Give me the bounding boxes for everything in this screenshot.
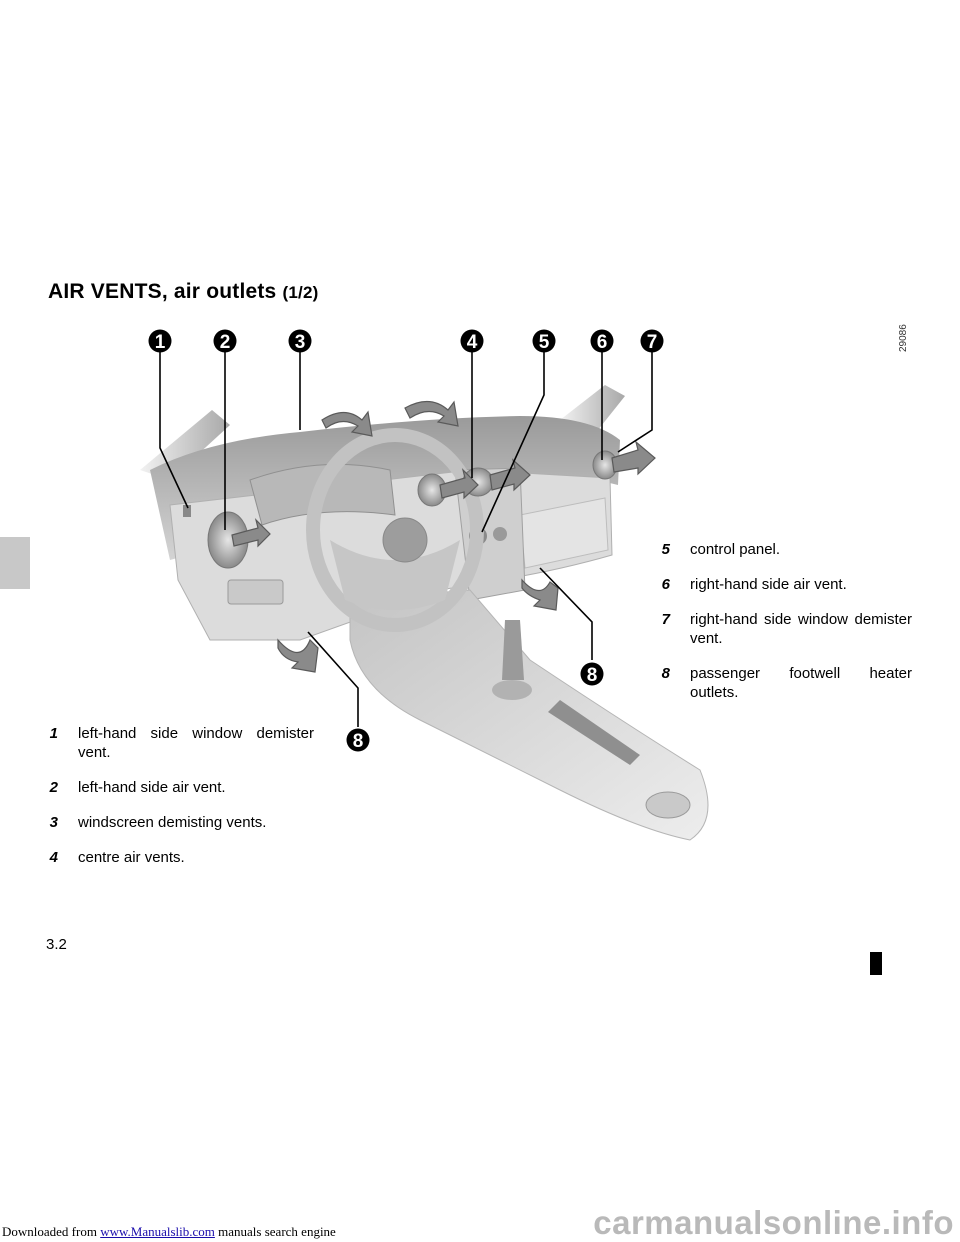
download-suffix: manuals search engine [218,1224,336,1239]
legend-number: 1 [49,725,58,742]
callout-label: 8 [353,731,364,752]
legend-list-left: 1 left-hand side window demister vent. 2 l… [44,724,314,883]
cup-holder [645,791,691,819]
leader-line [617,352,653,453]
callout-8-left: 8 [346,728,370,752]
legend-item: 4 centre air vents. [44,848,314,867]
centre-console [349,589,709,841]
callout-label: 1 [155,332,166,353]
download-header: Downloaded from www.Manualslib.com manua… [2,1224,336,1240]
legend-number: 2 [49,779,58,796]
legend-text: right-hand side air vent. [690,576,847,593]
callout-3: 3 [288,329,312,353]
legend-text: passenger footwell heater outlets. [690,665,912,701]
legend-text: right-hand side window demister vent. [690,611,912,647]
leader-line [307,631,359,727]
legend-item: 7 right-hand side window demister vent. [656,610,912,648]
airflow-arrow [277,638,319,673]
callout-label: 5 [539,332,550,353]
airflow-arrow [404,400,459,427]
callout-2: 2 [213,329,237,353]
leader-line [159,352,189,509]
callout-label: 6 [597,332,608,353]
legend-number: 5 [661,541,670,558]
left-demister-vent [183,505,191,517]
leader-line [481,352,545,533]
title-part: (1/2) [282,283,319,302]
gear-stick [502,620,524,680]
callout-5: 5 [532,329,556,353]
callout-label: 4 [467,332,478,353]
handbrake [548,700,640,765]
steering-wheel-spokes [330,540,460,610]
legend-number: 6 [661,576,670,593]
callout-label: 8 [587,665,598,686]
callout-4: 4 [460,329,484,353]
legend-number: 4 [49,849,58,866]
airflow-arrow [439,468,479,500]
callout-label: 2 [220,332,231,353]
legend-item: 1 left-hand side window demister vent. [44,724,314,762]
legend-item: 8 passenger footwell heater outlets. [656,664,912,702]
callout-label: 3 [295,332,306,353]
legend-item: 6 right-hand side air vent. [656,575,912,594]
callout-6: 6 [590,329,614,353]
legend-text: control panel. [690,541,781,558]
gear-gaiter [492,680,532,700]
manualslib-link[interactable]: www.Manualslib.com [100,1224,215,1239]
legend-text: left-hand side window demister vent. [78,725,314,761]
download-prefix: Downloaded from [2,1224,97,1239]
airflow-arrow [521,578,559,611]
legend-number: 3 [49,814,58,831]
callout-7: 7 [640,329,664,353]
legend-list-right: 5 control panel. 6 right-hand side air ven… [656,540,912,718]
section-tab [0,537,30,589]
steering-hub [382,517,428,563]
airflow-arrow [321,410,373,437]
airflow-arrow [489,458,531,492]
legend-item: 2 left-hand side air vent. [44,778,314,797]
legend-number: 7 [661,611,670,628]
airflow-arrows [231,400,656,673]
legend-number: 8 [661,665,670,682]
steering-wheel [306,428,484,632]
page-number: 3.2 [46,936,67,953]
page-title: AIR VENTS, air outlets (1/2) [48,280,318,304]
control-knob [493,527,507,541]
leader-lines [159,352,653,727]
legend-item: 3 windscreen demisting vents. [44,813,314,832]
section-end-marker [870,952,882,975]
watermark: carmanualsonline.info [593,1204,954,1241]
airflow-arrow [231,518,271,548]
legend-text: centre air vents. [78,849,185,866]
airflow-arrow [611,440,656,476]
legend-text: left-hand side air vent. [78,779,226,796]
callout-1: 1 [148,329,172,353]
switch-panel [227,579,284,605]
callout-8-right: 8 [580,662,604,686]
leader-line [539,567,593,660]
legend-item: 5 control panel. [656,540,912,559]
callout-label: 7 [647,332,658,353]
title-main: AIR VENTS, air outlets [48,280,277,303]
left-a-pillar [140,410,230,480]
legend-text: windscreen demisting vents. [78,814,267,831]
